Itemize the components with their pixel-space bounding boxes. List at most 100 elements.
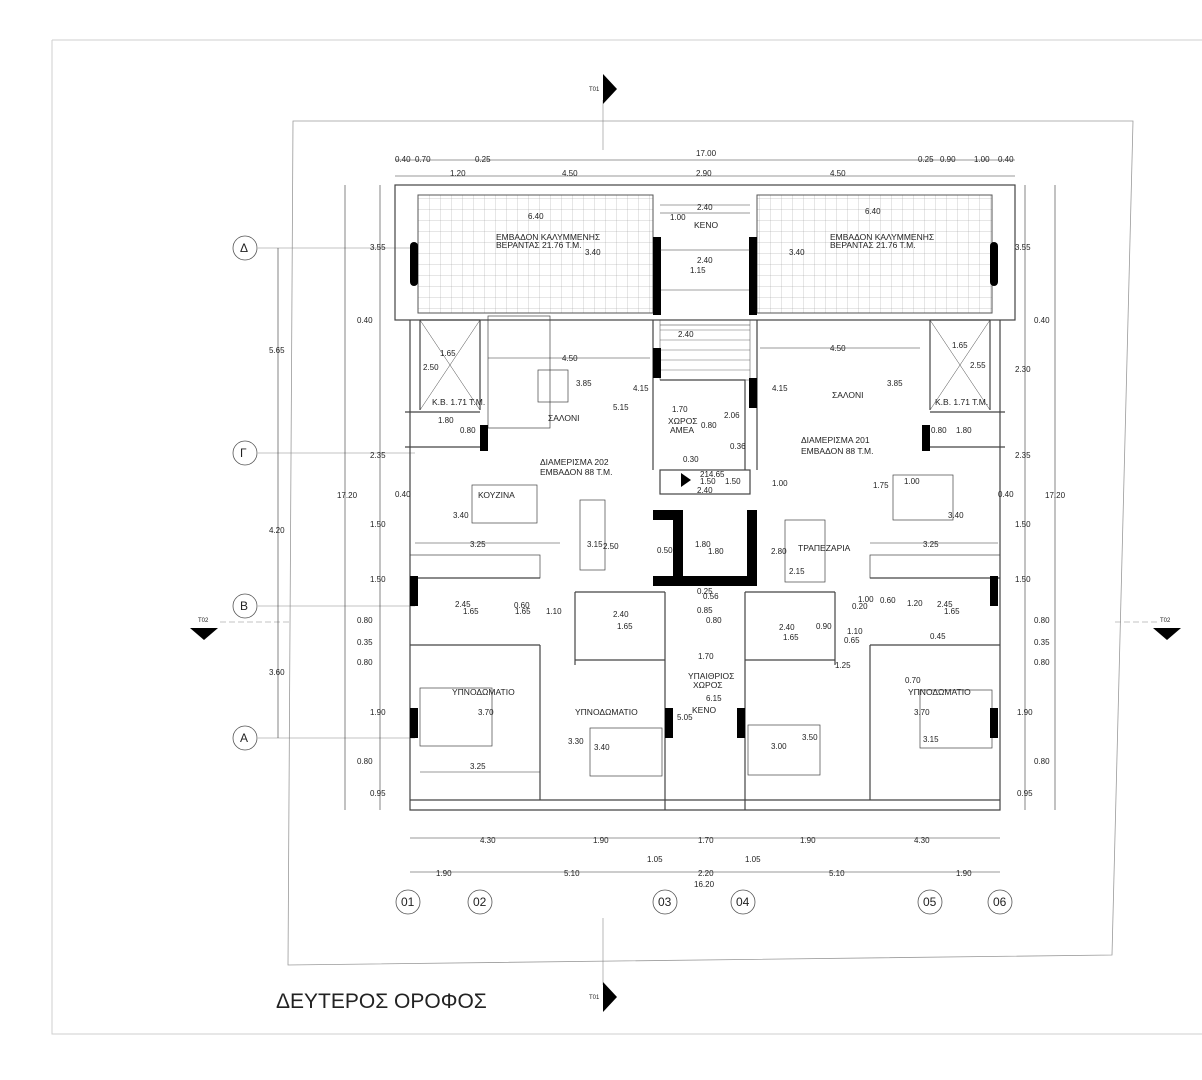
section-label-right: T02 <box>1160 618 1171 624</box>
room-label: ΥΠΝΟΔΩΜΑΤΙΟ <box>452 687 515 697</box>
dim-text: 0.80 <box>357 616 373 625</box>
room-label: ΕΜΒΑΔΟΝ 88 Τ.Μ. <box>801 446 873 456</box>
dim-text: 0.25 <box>475 155 491 164</box>
dim-text: 1.80 <box>956 426 972 435</box>
dim-text: 1.20 <box>450 169 466 178</box>
dim-text: 0.40 <box>395 155 411 164</box>
dim-text: 1.00 <box>974 155 990 164</box>
dim-text: 1.20 <box>907 599 923 608</box>
dim-text: 2.55 <box>970 361 986 370</box>
dim-text: 3.60 <box>269 668 285 677</box>
dim-text: 0.80 <box>706 616 722 625</box>
dim-text: 2.06 <box>724 411 740 420</box>
veranda-right <box>756 194 993 314</box>
dimension-texts: 17.00 0.40 0.70 1.20 0.25 4.50 2.90 4.50… <box>269 149 1066 889</box>
dim-text: 4.20 <box>269 526 285 535</box>
dim-text: 1.65 <box>515 607 531 616</box>
dim-text: 0.60 <box>514 601 530 610</box>
dim-text: 0.50 <box>657 546 673 555</box>
dim-text: 1.10 <box>546 607 562 616</box>
dim-text: 3.70 <box>478 708 494 717</box>
dim-text: 1.50 <box>700 477 716 486</box>
dim-text: 1.70 <box>698 836 714 845</box>
grid-lines <box>220 100 1160 985</box>
dim-text: 3.00 <box>771 742 787 751</box>
dim-text: 1.50 <box>725 477 741 486</box>
dim-text: 1.65 <box>440 349 456 358</box>
dim-text: 0.25 <box>918 155 934 164</box>
dim-text: 3.30 <box>568 737 584 746</box>
dim-text: 4.50 <box>830 344 846 353</box>
grid-label-row: Δ <box>240 241 248 255</box>
dim-text: 3.40 <box>585 248 601 257</box>
dim-text: 2.15 <box>789 567 805 576</box>
dim-text: 0.20 <box>852 602 868 611</box>
dim-text: 0.80 <box>357 757 373 766</box>
room-label: ΒΕΡΑΝΤΑΣ 21.76 Τ.Μ. <box>496 240 582 250</box>
dim-text: 3.70 <box>914 708 930 717</box>
grid-label-col: 02 <box>473 895 487 909</box>
dim-text: 0.70 <box>905 676 921 685</box>
room-label: Κ.Β. 1.71 Τ.Μ. <box>935 397 988 407</box>
grid-bubbles <box>232 235 1013 915</box>
dim-text: 0.85 <box>697 606 713 615</box>
dimension-lines <box>277 159 1056 873</box>
dim-text: 0.90 <box>940 155 956 164</box>
room-label: ΚΕΝΟ <box>692 705 716 715</box>
dim-text: 6.15 <box>706 694 722 703</box>
dim-text: 1.70 <box>672 405 688 414</box>
dim-text: 4.30 <box>480 836 496 845</box>
dim-text: 2.30 <box>1015 365 1031 374</box>
dim-text: 0.25 <box>697 587 713 596</box>
dim-text: 0.80 <box>357 658 373 667</box>
dim-text: 0.35 <box>1034 638 1050 647</box>
dim-text: 1.90 <box>956 869 972 878</box>
dim-text: 2.80 <box>771 547 787 556</box>
dim-text: 5.15 <box>613 403 629 412</box>
dim-text: 0.56 <box>703 592 719 601</box>
dim-text: 3.25 <box>470 540 486 549</box>
dim-text: 17.20 <box>337 491 358 500</box>
dim-text: 0.35 <box>357 638 373 647</box>
dim-text: 3.15 <box>587 540 603 549</box>
room-label: ΕΜΒΑΔΟΝ 88 Τ.Μ. <box>540 467 612 477</box>
room-label: ΧΩΡΟΣ <box>668 416 698 426</box>
dim-text: 17.00 <box>696 149 717 158</box>
dim-text: 0.60 <box>880 596 896 605</box>
dim-text: 1.80 <box>695 540 711 549</box>
dim-text: 1.00 <box>772 479 788 488</box>
room-label: ΤΡΑΠΕΖΑΡΙΑ <box>798 543 851 553</box>
dim-text: 3.50 <box>802 733 818 742</box>
dim-text: 1.50 <box>1015 520 1031 529</box>
dim-text: 1.65 <box>952 341 968 350</box>
room-label: ΔΙΑΜΕΡΙΣΜΑ 202 <box>540 457 609 467</box>
dim-text: 0.80 <box>1034 616 1050 625</box>
room-label: ΣΑΛΟΝΙ <box>548 413 580 423</box>
dim-text: 0.90 <box>816 622 832 631</box>
dim-text: 0.80 <box>1034 658 1050 667</box>
grid-label-col: 03 <box>658 895 672 909</box>
drawing-title: ΔΕΥΤΕΡΟΣ ΟΡΟΦΟΣ <box>276 990 487 1013</box>
dim-text: 3.15 <box>923 735 939 744</box>
room-label: ΥΠΑΙΘΡΙΟΣ <box>688 671 734 681</box>
dim-text: 0.80 <box>701 421 717 430</box>
dim-text: 0.65 <box>844 636 860 645</box>
dim-text: 1.75 <box>873 481 889 490</box>
dim-text: 0.40 <box>357 316 373 325</box>
dim-text: 0.45 <box>930 632 946 641</box>
dim-text: 2.20 <box>698 869 714 878</box>
dim-text: 3.55 <box>1015 243 1031 252</box>
grid-label-col: 06 <box>993 895 1007 909</box>
dim-text: 5.65 <box>269 346 285 355</box>
grid-label-row: Α <box>240 731 248 745</box>
dim-text: 3.55 <box>370 243 386 252</box>
dim-text: 16.20 <box>694 880 715 889</box>
dim-text: 3.25 <box>470 762 486 771</box>
room-label: ΚΕΝΟ <box>694 220 718 230</box>
dim-text: 3.40 <box>594 743 610 752</box>
sheet-frame <box>51 39 1202 1035</box>
dim-text: 3.40 <box>453 511 469 520</box>
dim-text: 1.90 <box>593 836 609 845</box>
grid-label-col: 04 <box>736 895 750 909</box>
dim-text: 1.50 <box>370 575 386 584</box>
